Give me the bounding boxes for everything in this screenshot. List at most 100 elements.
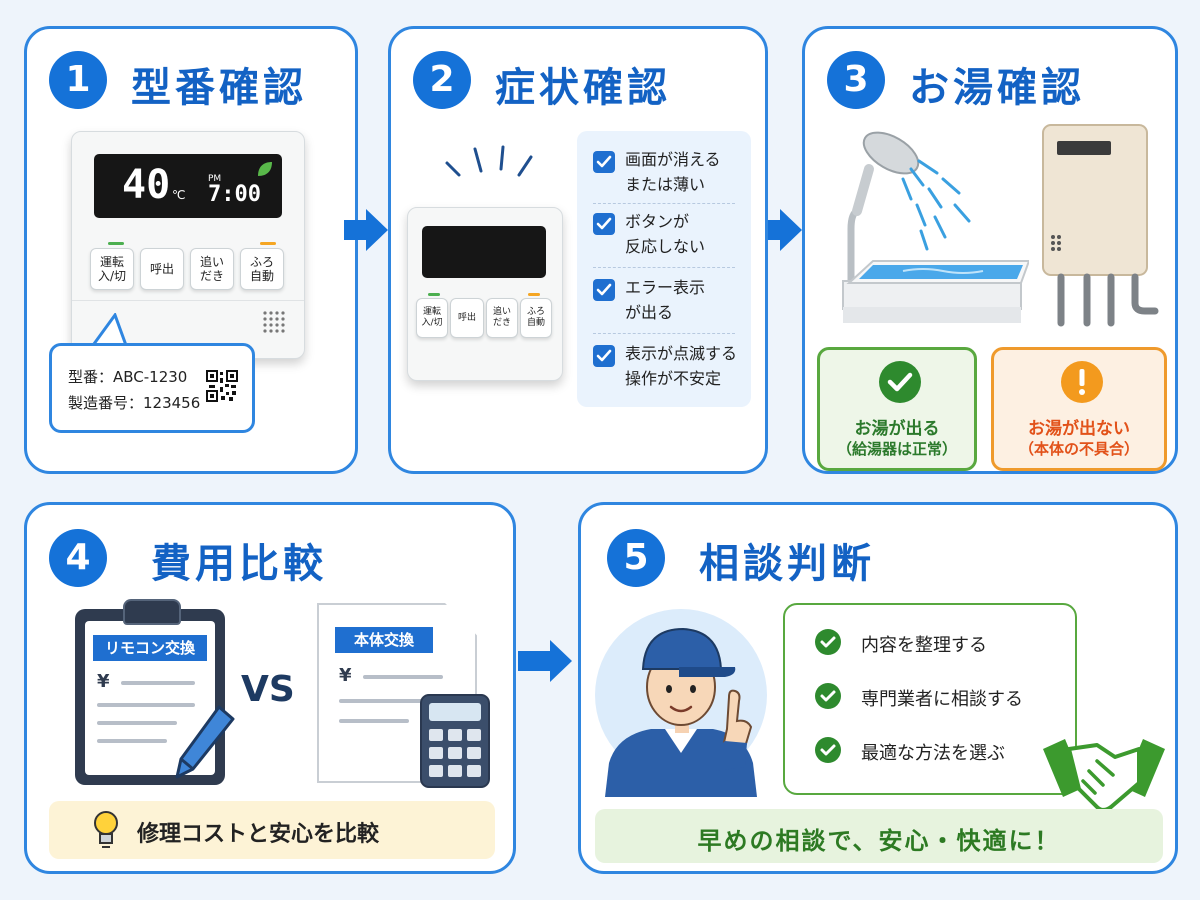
advice-banner: 早めの相談で、安心・快適に！ xyxy=(595,809,1163,863)
step2-title: 症状確認 xyxy=(495,65,671,111)
reheat-button[interactable]: 追い だき xyxy=(190,248,234,290)
hot-water-ng-box: お湯が出ない （本体の不具合） xyxy=(991,347,1167,471)
symptom-1-line2: または薄い xyxy=(625,175,706,194)
serial-number: 製造番号：123456 xyxy=(68,394,201,412)
tip-text: 修理コストと安心を比較 xyxy=(137,822,380,847)
check-circle-icon xyxy=(879,361,921,403)
checklist-divider xyxy=(593,203,735,204)
power-button[interactable]: 運転 入/切 xyxy=(90,248,134,290)
step4-card: 4 費用比較 リモコン交換 ¥ VS 本体交換 ¥ 修理コストと安心を比較 xyxy=(24,502,516,874)
symptom-3-line2: が出る xyxy=(625,303,674,322)
advice-banner-text: 早めの相談で、安心・快適に！ xyxy=(697,827,1061,855)
step4-number: 4 xyxy=(49,529,107,587)
warning-circle-icon xyxy=(1061,361,1103,403)
clipboard-clip xyxy=(123,599,181,625)
ok-line2: （給湯器は正常） xyxy=(836,440,957,458)
doc-line xyxy=(97,739,167,743)
checklist-divider xyxy=(593,333,735,334)
auto-bath-button[interactable]: ふろ 自動 xyxy=(240,248,284,290)
doc-line xyxy=(121,681,195,685)
auto-bath-button-2[interactable]: ふろ 自動 xyxy=(520,298,552,338)
speaker-grille-icon xyxy=(263,311,285,333)
doc-line xyxy=(97,703,195,707)
ng-line1: お湯が出ない xyxy=(1028,419,1130,439)
leaf-icon xyxy=(258,162,272,176)
ok-line1: お湯が出る xyxy=(854,419,940,439)
step4-title: 費用比較 xyxy=(151,541,327,587)
run-led xyxy=(108,242,124,245)
power-button-2[interactable]: 運転 入/切 xyxy=(416,298,448,338)
pencil-icon xyxy=(175,705,235,779)
step3-card: 3 お湯確認 お湯が出る （給湯器は正常） お湯が出ない （本体 xyxy=(802,26,1178,474)
yen-symbol: ¥ xyxy=(97,671,110,692)
check-icon xyxy=(593,151,615,173)
shower-bathtub-illustration xyxy=(842,131,1029,323)
step-check-icon xyxy=(815,683,841,709)
step5-card: 5 相談判断 内容を整理する 専門業者に相談する 最適な方法を選ぶ 早めの相談で… xyxy=(578,502,1178,874)
run-led-2 xyxy=(428,293,440,296)
display-ampm: PM xyxy=(208,174,222,184)
display-clock: 7:00 xyxy=(208,182,261,207)
lightbulb-icon xyxy=(94,811,118,848)
calculator-icon xyxy=(420,694,490,788)
symptom-4-line1: 表示が点滅する xyxy=(625,344,738,363)
vs-label: VS xyxy=(241,669,295,710)
technician-illustration xyxy=(595,609,767,797)
bath-led-2 xyxy=(528,293,540,296)
bath-led xyxy=(260,242,276,245)
step1-title: 型番確認 xyxy=(131,65,307,111)
symptom-1-line1: 画面が消える xyxy=(625,150,721,169)
remote-divider xyxy=(72,300,304,301)
step2-card: 2 症状確認 運転 入/切 呼出 追い だき ふろ 自動 画面が消える または薄… xyxy=(388,26,768,474)
check-icon xyxy=(593,213,615,235)
faulty-remote: 運転 入/切 呼出 追い だき ふろ 自動 xyxy=(407,207,563,381)
display-temp-unit: ℃ xyxy=(172,188,186,202)
action-step-2: 専門業者に相談する xyxy=(861,689,1023,710)
ng-line2: （本体の不具合） xyxy=(1018,440,1139,458)
symptom-3-line1: エラー表示 xyxy=(625,278,706,297)
step5-title: 相談判断 xyxy=(699,541,875,587)
blank-display xyxy=(422,226,546,278)
doc-line xyxy=(339,699,423,703)
step3-title: お湯確認 xyxy=(909,65,1085,111)
blink-rays-icon xyxy=(445,145,533,177)
model-label-callout: 型番：ABC-1230 製造番号：123456 xyxy=(49,343,255,433)
doc-line xyxy=(97,721,177,725)
yen-symbol-2: ¥ xyxy=(339,665,352,686)
checklist-divider xyxy=(593,267,735,268)
step2-number: 2 xyxy=(413,51,471,109)
invoice-doc: 本体交換 ¥ xyxy=(317,603,477,783)
qr-code-icon xyxy=(206,370,238,402)
check-icon xyxy=(593,279,615,301)
symptom-checklist: 画面が消える または薄い ボタンが 反応しない エラー表示 が出る 表示が点滅す… xyxy=(577,131,751,407)
step1-number: 1 xyxy=(49,51,107,109)
call-button-2[interactable]: 呼出 xyxy=(450,298,484,338)
display-temp: 40 xyxy=(122,162,171,208)
arrow-4-to-5 xyxy=(518,640,572,682)
arrow-1-to-2 xyxy=(344,209,388,251)
tip-box: 修理コストと安心を比較 xyxy=(49,801,495,859)
model-number: 型番：ABC-1230 xyxy=(68,368,188,386)
action-steps-box: 内容を整理する 専門業者に相談する 最適な方法を選ぶ xyxy=(783,603,1077,795)
action-step-1: 内容を整理する xyxy=(861,635,987,656)
remote-replace-label: リモコン交換 xyxy=(93,635,207,661)
symptom-4-line2: 操作が不安定 xyxy=(625,369,722,388)
step5-number: 5 xyxy=(607,529,665,587)
water-heater-illustration xyxy=(1042,124,1159,327)
reheat-button-2[interactable]: 追い だき xyxy=(486,298,518,338)
step-check-icon xyxy=(815,629,841,655)
hot-water-ok-box: お湯が出る （給湯器は正常） xyxy=(817,347,977,471)
body-replace-label: 本体交換 xyxy=(335,627,433,653)
step1-card: 1 型番確認 40 ℃ PM 7:00 運転 入/切 呼出 追い だき ふろ 自… xyxy=(24,26,358,474)
doc-line xyxy=(339,719,409,723)
symptom-2-line1: ボタンが xyxy=(625,212,690,231)
symptom-2-line2: 反応しない xyxy=(625,237,706,256)
action-step-3: 最適な方法を選ぶ xyxy=(861,743,1005,764)
step3-number: 3 xyxy=(827,51,885,109)
check-icon xyxy=(593,345,615,367)
doc-line xyxy=(363,675,443,679)
call-button[interactable]: 呼出 xyxy=(140,248,184,290)
remote-display: 40 ℃ PM 7:00 xyxy=(94,154,282,218)
step-check-icon xyxy=(815,737,841,763)
handshake-icon xyxy=(1043,739,1165,812)
